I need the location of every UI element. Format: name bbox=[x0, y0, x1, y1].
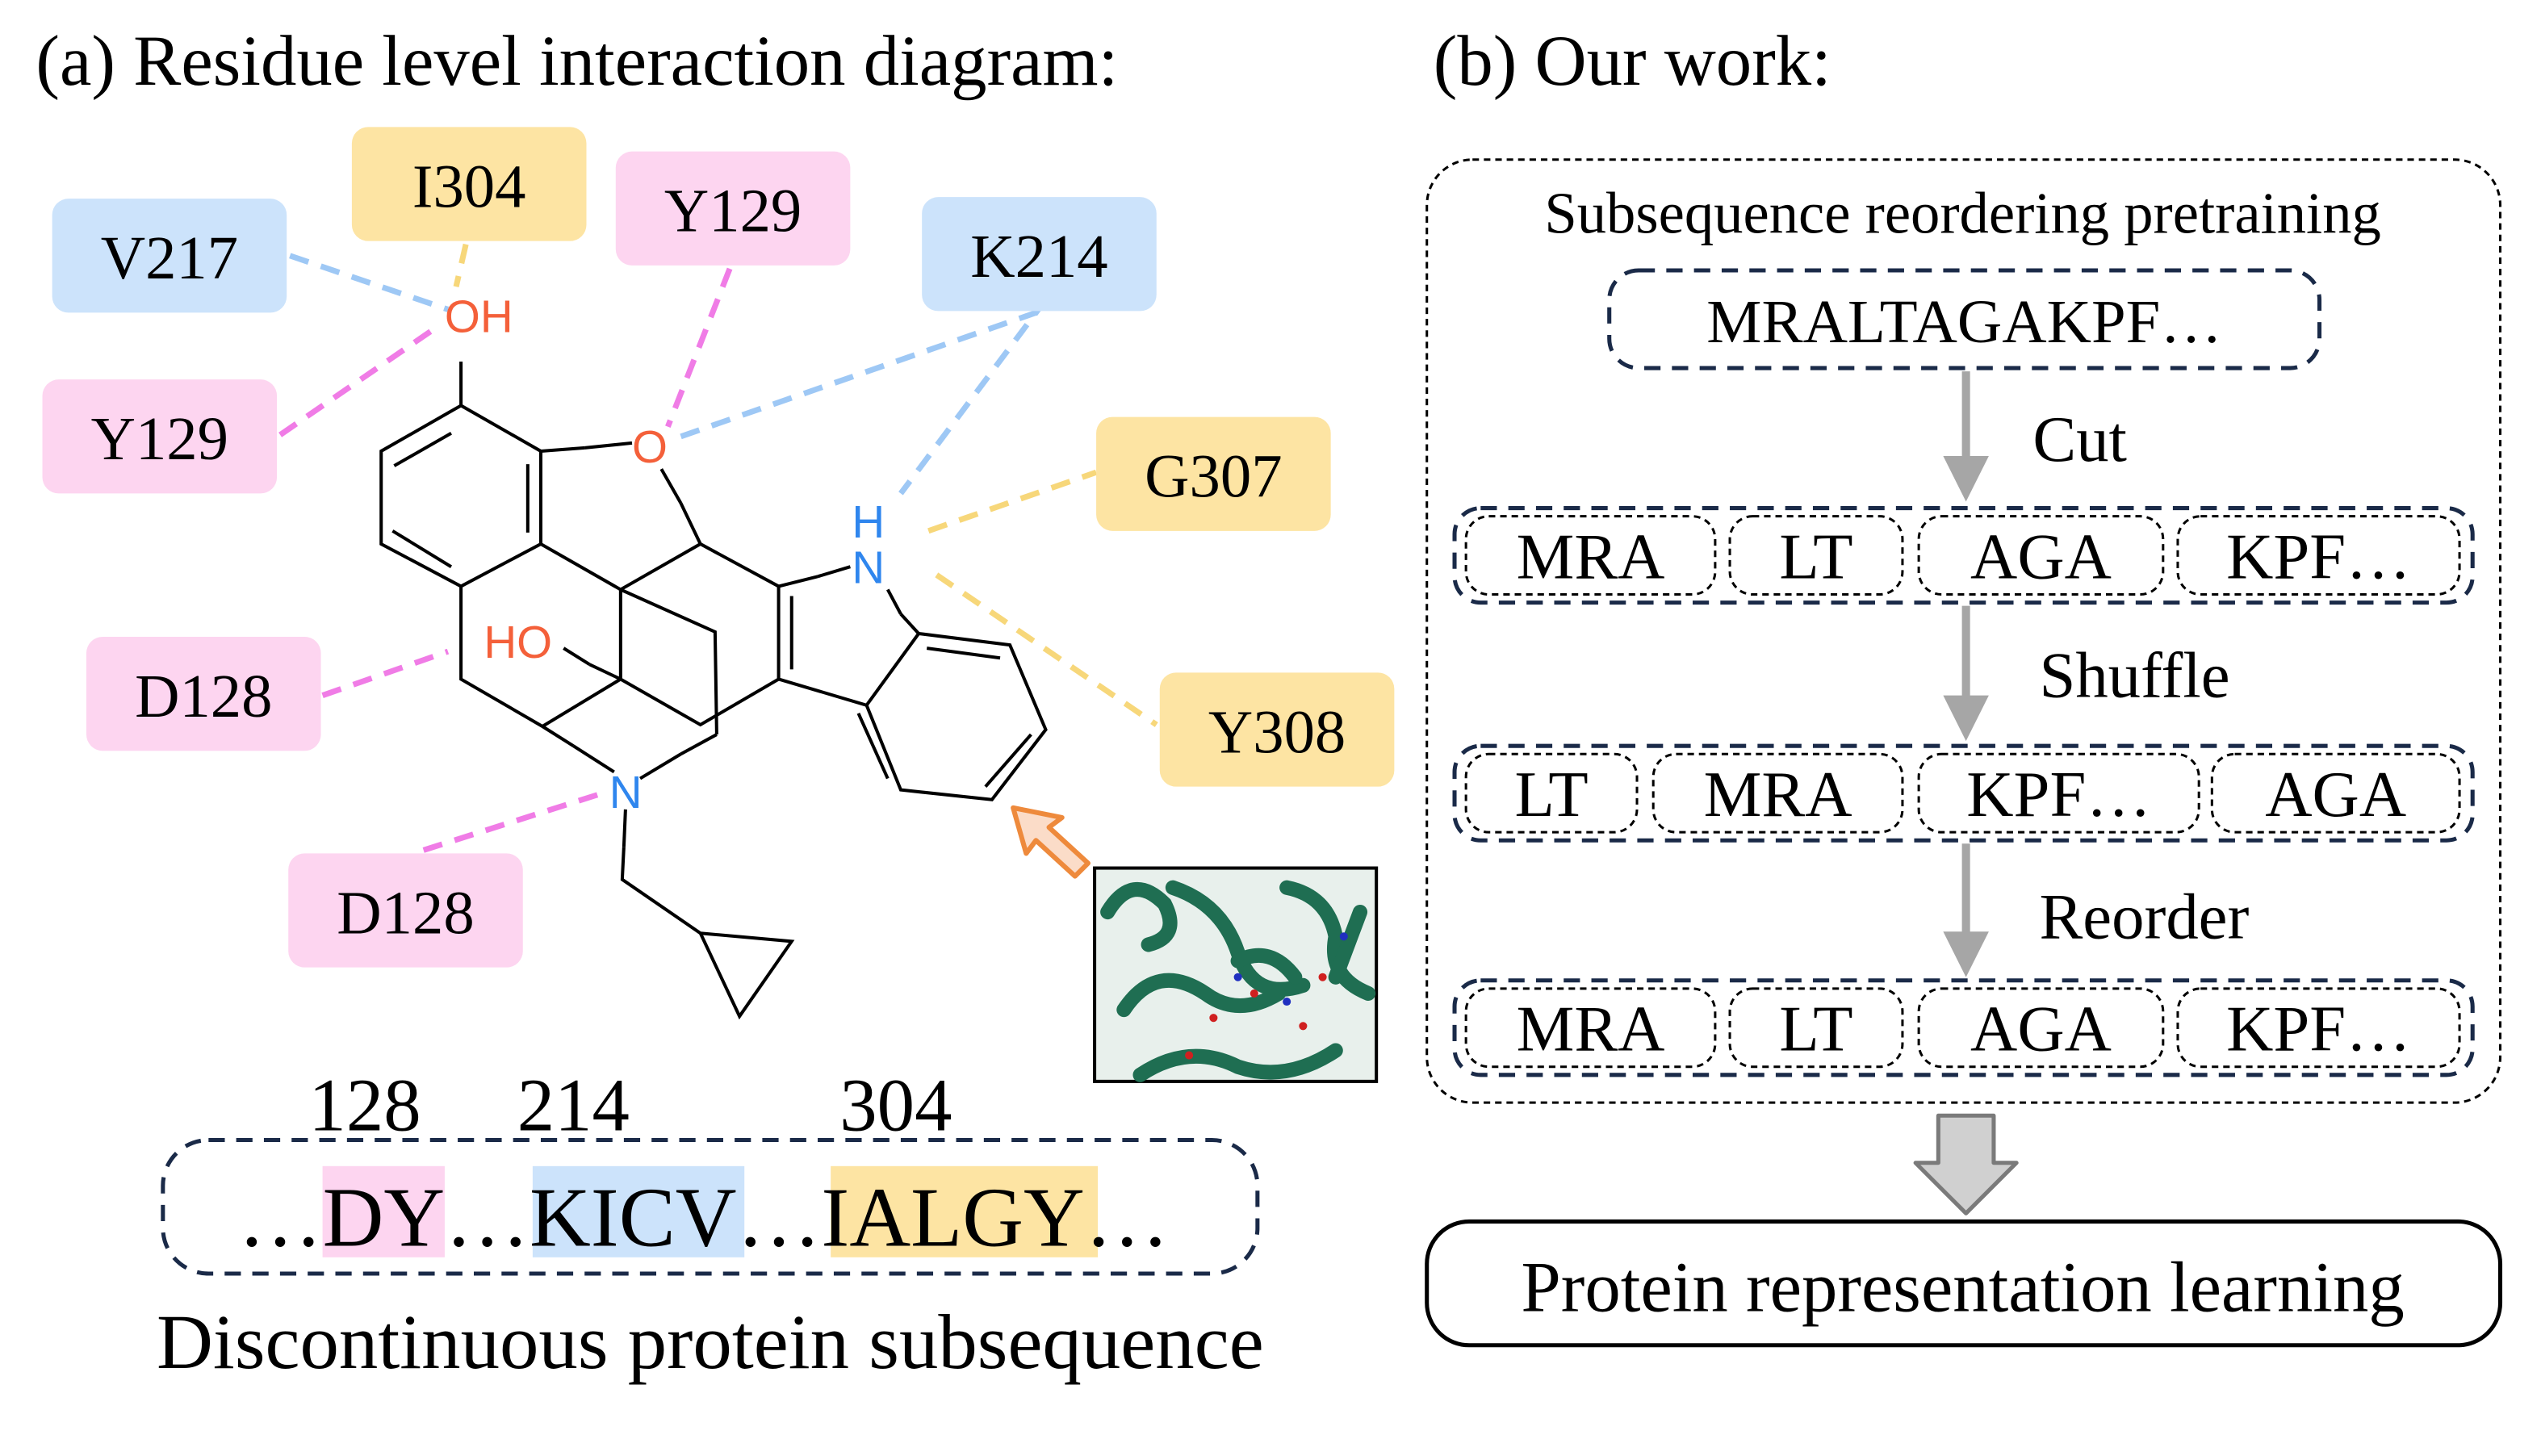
protein-structure-image bbox=[1093, 866, 1379, 1083]
step-arrows bbox=[1943, 371, 1989, 977]
step-label-shuffle: Shuffle bbox=[2039, 640, 2229, 712]
segment-label: MRA bbox=[1704, 759, 1852, 831]
atom-n-amine: N bbox=[609, 767, 643, 818]
segment-label: LT bbox=[1779, 994, 1852, 1065]
interaction-v217 bbox=[289, 253, 450, 312]
interaction-lines bbox=[278, 243, 1158, 853]
residue-label: D128 bbox=[135, 662, 272, 730]
segment-label: AGA bbox=[1970, 521, 2112, 592]
panel-a-title: (a) Residue level interaction diagram: bbox=[36, 22, 1118, 101]
residue-label: Y129 bbox=[664, 177, 802, 245]
segment-row bbox=[1452, 743, 2475, 843]
residue-label: G307 bbox=[1145, 441, 1282, 510]
segment-label: LT bbox=[1779, 521, 1852, 592]
segment-label: KPF… bbox=[2226, 994, 2411, 1065]
interaction-i304 bbox=[453, 243, 469, 287]
interaction-y308 bbox=[935, 572, 1158, 727]
output-box bbox=[1425, 1219, 2503, 1348]
interaction-g307 bbox=[927, 469, 1098, 534]
atom-n-indole: N bbox=[852, 542, 885, 592]
pretraining-box bbox=[1425, 158, 2502, 1104]
sequence-box: …DY…KICV…IALGY… bbox=[161, 1138, 1260, 1276]
residue-label: K214 bbox=[970, 222, 1107, 291]
segment-box bbox=[1917, 515, 2165, 596]
interaction-d128-bottom bbox=[422, 790, 604, 853]
step-label-cut: Cut bbox=[2032, 404, 2127, 475]
segment-row bbox=[1452, 506, 2475, 605]
residue-label: D128 bbox=[337, 878, 474, 947]
segment-box bbox=[1464, 515, 1717, 596]
residue-label: Y129 bbox=[91, 404, 228, 473]
pretraining-title: Subsequence reordering pretraining bbox=[1544, 181, 2381, 246]
step-label-reorder: Reorder bbox=[2039, 881, 2249, 952]
segment-box bbox=[1651, 752, 1904, 834]
interaction-y129-top bbox=[665, 267, 733, 428]
down-arrow-icon bbox=[1913, 1113, 2019, 1215]
full-sequence-box bbox=[1607, 268, 2322, 370]
residue-label: I304 bbox=[412, 152, 526, 220]
segment-box bbox=[2176, 987, 2461, 1069]
segment-box bbox=[1728, 515, 1904, 596]
segment-label: KPF… bbox=[2226, 521, 2411, 592]
residue-label: V217 bbox=[101, 224, 238, 292]
interaction-d128-left bbox=[321, 648, 450, 698]
position-label: 214 bbox=[517, 1064, 630, 1147]
position-label: 304 bbox=[839, 1064, 952, 1147]
segment-label: MRA bbox=[1517, 521, 1665, 592]
segment-label: KPF… bbox=[1966, 759, 2151, 831]
sequence-text: …DY…KICV…IALGY… bbox=[238, 1170, 1170, 1265]
segment-label: MRA bbox=[1517, 994, 1665, 1065]
segment-box bbox=[2210, 752, 2461, 834]
residue-boxes: V217 I304 Y129 K214 Y129 G307 D128 Y308 … bbox=[42, 127, 1395, 968]
full-sequence: MRALTAGAKPF… bbox=[1706, 287, 2222, 356]
segment-label: LT bbox=[1514, 759, 1588, 831]
pointer-arrow-icon bbox=[1011, 805, 1091, 879]
molecule-structure: OH O HO H N N bbox=[379, 291, 1048, 1020]
segment-label: AGA bbox=[1970, 994, 2112, 1065]
output-label: Protein representation learning bbox=[1521, 1248, 2404, 1327]
segment-box bbox=[1728, 987, 1904, 1069]
atom-h: H bbox=[852, 496, 885, 547]
segment-box bbox=[1464, 987, 1717, 1069]
atom-oh: OH bbox=[445, 291, 513, 342]
segment-box bbox=[1917, 752, 2200, 834]
segment-box bbox=[2176, 515, 2461, 596]
atom-ho: HO bbox=[484, 617, 552, 667]
segment-row bbox=[1452, 978, 2475, 1077]
panel-a-caption: Discontinuous protein subsequence bbox=[157, 1299, 1264, 1385]
atom-o: O bbox=[632, 421, 668, 472]
segment-box bbox=[1464, 752, 1639, 834]
segment-label: AGA bbox=[2265, 759, 2406, 831]
position-label: 128 bbox=[308, 1064, 421, 1147]
panel-b-title: (b) Our work: bbox=[1434, 22, 1831, 101]
segment-rows: MRA LT AGA KPF… LT MRA KPF… AGA MRA LT AGA KPF… bbox=[1452, 506, 2475, 1077]
segment-box bbox=[1917, 987, 2165, 1069]
interaction-y129-left bbox=[278, 328, 433, 437]
interaction-k214 bbox=[680, 307, 1044, 496]
residue-label: Y308 bbox=[1208, 697, 1346, 766]
